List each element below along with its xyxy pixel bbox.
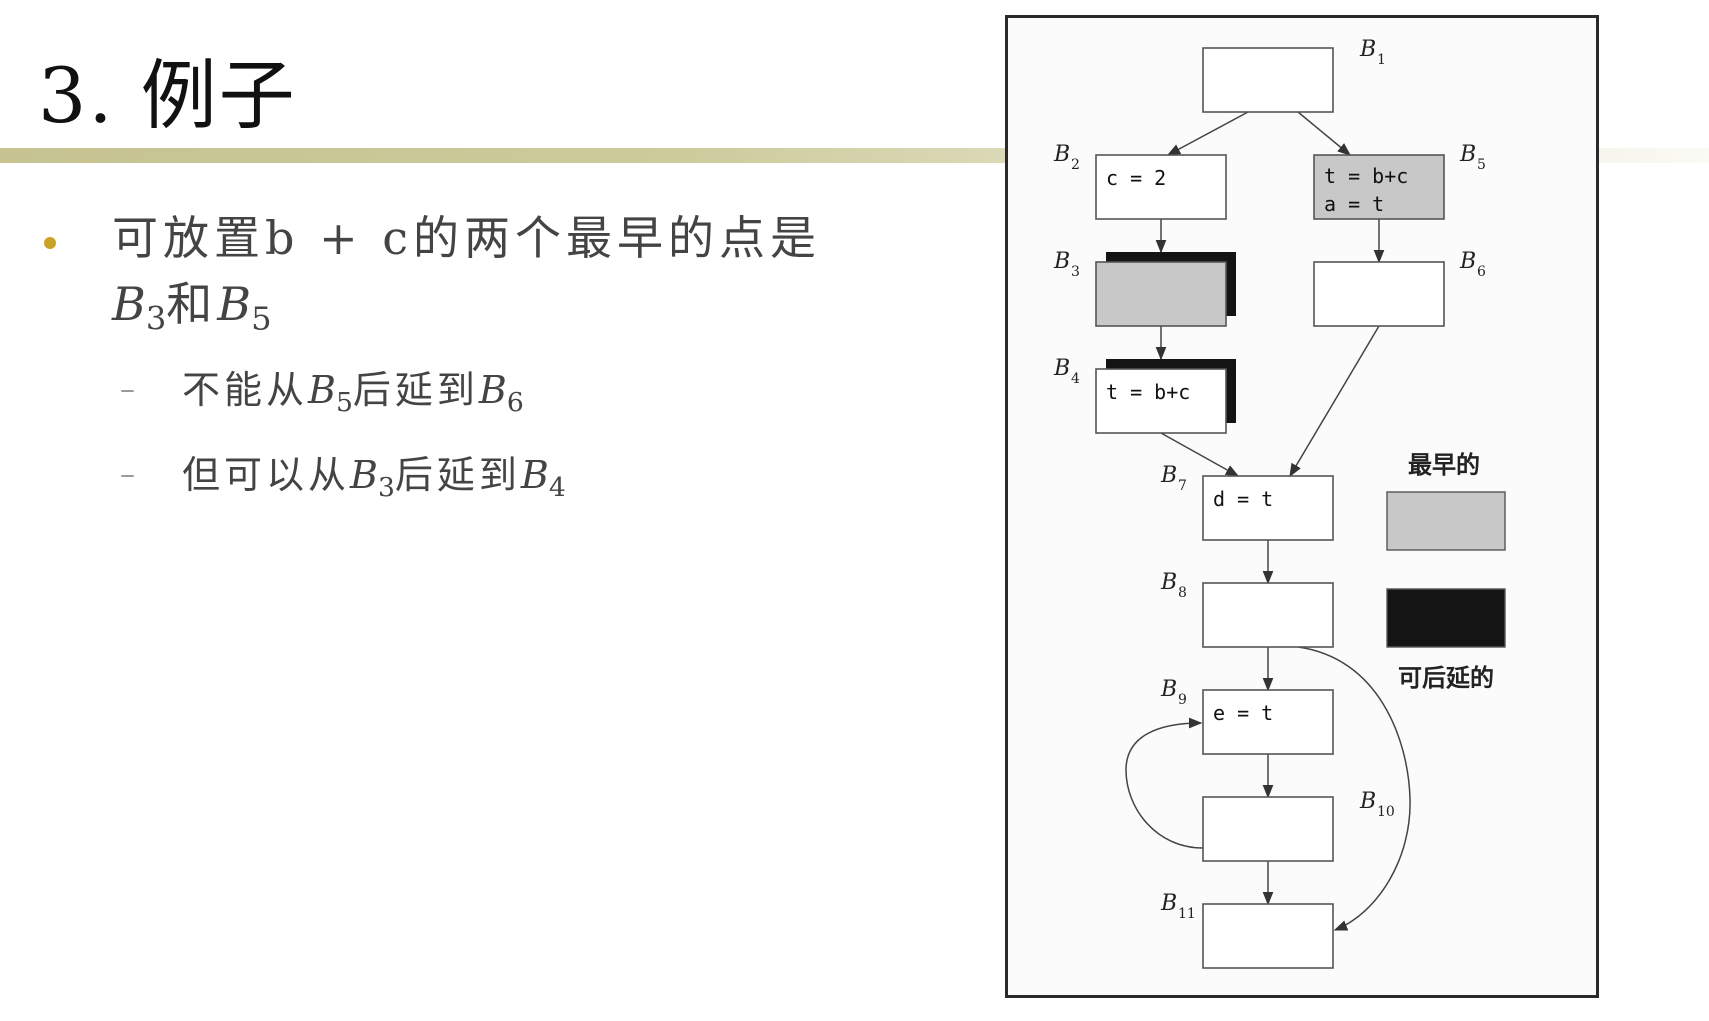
block-label-sub: 3 xyxy=(1071,264,1080,280)
bullet-item: 可放置b + c的两个最早的点是 B3和B5 xyxy=(40,205,940,352)
legend-swatch xyxy=(1386,491,1506,551)
block-var: B3 xyxy=(112,277,167,338)
sub-bullet-text: 不能从B5后延到B6 xyxy=(182,367,524,418)
block-code-line: c = 2 xyxy=(1106,166,1166,190)
block-label-sub: 1 xyxy=(1377,52,1386,68)
block-box xyxy=(1202,903,1334,969)
edge-b1-b2 xyxy=(1166,111,1249,156)
block-label: B xyxy=(1359,37,1376,62)
dash-icon: – xyxy=(120,456,135,492)
block-box xyxy=(1095,261,1227,327)
sub-bullet-item: – 不能从B5后延到B6 xyxy=(40,356,940,437)
block-box xyxy=(1202,689,1334,755)
sub-bullet-text: 但可以从B3后延到B4 xyxy=(182,452,566,503)
bullet-dot-icon xyxy=(44,237,56,249)
block-box xyxy=(1095,154,1227,220)
block-var: B5 xyxy=(217,277,272,338)
block-label: B xyxy=(1459,249,1476,274)
block-label: B xyxy=(1053,356,1070,381)
block-label-sub: 8 xyxy=(1178,585,1187,601)
block-label-sub: 6 xyxy=(1477,264,1486,280)
bullet-line-1: 可放置b + c的两个最早的点是 xyxy=(112,211,821,265)
bullet-list: 可放置b + c的两个最早的点是 B3和B5 – 不能从B5后延到B6 – 但可… xyxy=(40,205,940,522)
block-label: B xyxy=(1053,142,1070,167)
block-box xyxy=(1313,261,1445,327)
block-code-line: e = t xyxy=(1213,701,1273,725)
block-label: B xyxy=(1359,789,1376,814)
conjunction: 和 xyxy=(166,277,218,331)
block-label-sub: 7 xyxy=(1178,478,1187,494)
block-label-sub: 4 xyxy=(1071,371,1080,387)
block-label: B xyxy=(1160,677,1177,702)
block-label: B xyxy=(1160,570,1177,595)
legend-item: 可后延的 xyxy=(1386,588,1506,692)
block-label: B xyxy=(1160,891,1177,916)
block-box xyxy=(1202,47,1334,113)
block-box xyxy=(1313,154,1445,220)
block-label-sub: 11 xyxy=(1178,906,1196,922)
legend-item: 最早的 xyxy=(1386,451,1506,551)
bullet-text: 可放置b + c的两个最早的点是 B3和B5 xyxy=(112,205,940,352)
slide-title: 3. 例子 xyxy=(38,51,297,140)
edge-b6-b7 xyxy=(1289,325,1380,478)
block-label-sub: 10 xyxy=(1377,804,1395,820)
block-label: B xyxy=(1053,249,1070,274)
block-label: B xyxy=(1459,142,1476,167)
legend-label: 可后延的 xyxy=(1398,664,1494,692)
block-box xyxy=(1202,582,1334,648)
block-label-sub: 9 xyxy=(1178,692,1187,708)
block-code-line: t = b+c xyxy=(1106,380,1190,404)
block-label: B xyxy=(1160,463,1177,488)
block-code-line: d = t xyxy=(1213,487,1273,511)
block-label-sub: 5 xyxy=(1477,157,1486,173)
dash-icon: – xyxy=(120,371,135,407)
block-label-sub: 2 xyxy=(1071,157,1080,173)
block-box xyxy=(1202,475,1334,541)
edge-b4-b7 xyxy=(1160,432,1240,477)
bullet-line-2: B3和B5 xyxy=(112,271,940,352)
sub-bullet-item: – 但可以从B3后延到B4 xyxy=(40,441,940,522)
edge-b1-b5 xyxy=(1297,111,1352,156)
legend-swatch xyxy=(1386,588,1506,648)
edge-b10-b9 xyxy=(1125,717,1204,849)
block-box xyxy=(1095,368,1227,434)
block-code-line: a = t xyxy=(1324,192,1384,216)
block-code-line: t = b+c xyxy=(1324,164,1408,188)
edge-b8-b11 xyxy=(1297,646,1411,931)
block-box xyxy=(1202,796,1334,862)
legend-label: 最早的 xyxy=(1408,451,1480,479)
